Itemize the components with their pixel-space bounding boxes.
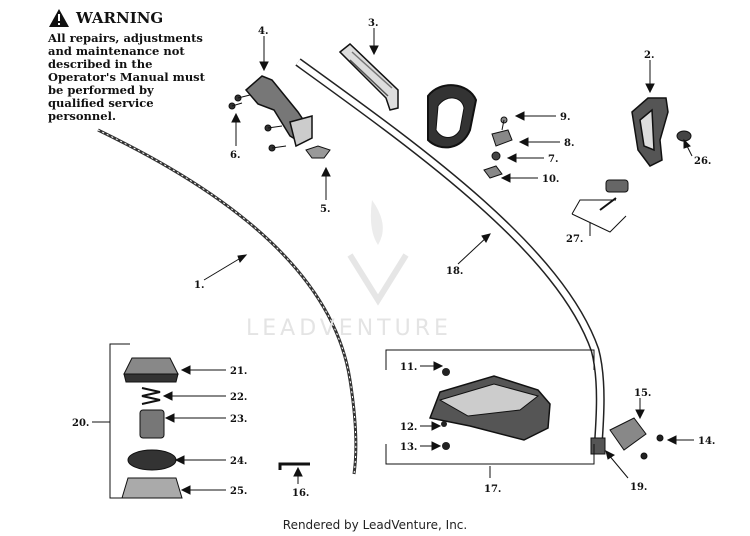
- callout-23: 23.: [230, 414, 247, 425]
- part-23-hub: [139, 409, 165, 439]
- part-1-drive-cable: [97, 128, 358, 475]
- part-21-cap: [123, 357, 179, 375]
- callout-3: 3.: [368, 18, 378, 29]
- callout-6: 6.: [230, 150, 240, 161]
- callout-20: 20.: [72, 418, 89, 429]
- loop-handle: [427, 84, 478, 149]
- part-5-wing-nut: [305, 145, 331, 159]
- callout-16: 16.: [292, 488, 309, 499]
- callout-1: 1.: [194, 280, 204, 291]
- callout-18: 18.: [446, 266, 463, 277]
- warning-box: WARNING All repairs, adjustments and mai…: [48, 8, 208, 123]
- part-15-clamp: [609, 417, 664, 460]
- callout-labels: 1. 2. 3. 4. 5. 6. 7. 8. 9. 10. 11. 12. 1…: [72, 18, 715, 499]
- callout-2: 2.: [644, 50, 654, 61]
- part-19-shaft-end: [590, 437, 606, 455]
- footer-credit: Rendered by LeadVenture, Inc.: [282, 518, 468, 532]
- parts-7-10-hardware: [483, 116, 513, 179]
- part-6-screws: [228, 94, 287, 152]
- callout-14: 14.: [698, 436, 715, 447]
- callout-21: 21.: [230, 366, 247, 377]
- callout-13: 13.: [400, 442, 417, 453]
- part-25-housing: [121, 477, 183, 499]
- warning-heading: WARNING: [48, 8, 208, 28]
- callout-4: 4.: [258, 26, 268, 37]
- warning-triangle-icon: [49, 9, 69, 27]
- callout-27: 27.: [566, 234, 583, 245]
- part-4-rear-handle: [244, 75, 313, 148]
- callout-12: 12.: [400, 422, 417, 433]
- callout-22: 22.: [230, 392, 247, 403]
- part-17-guard: [385, 349, 595, 465]
- watermark-text: LEADVENTURE: [246, 316, 452, 341]
- leader-lines: [162, 28, 694, 495]
- part-16-hex-key: [278, 462, 310, 470]
- part-24-spool: [127, 449, 177, 471]
- callout-15: 15.: [634, 388, 651, 399]
- callout-26: 26.: [694, 156, 711, 167]
- part-2-throttle-handle: [631, 97, 669, 167]
- part-3-handle-bracket: [338, 43, 399, 111]
- callout-9: 9.: [560, 112, 570, 123]
- callout-11: 11.: [400, 362, 417, 373]
- warning-title: WARNING: [76, 9, 164, 27]
- callout-8: 8.: [564, 138, 574, 149]
- callout-17: 17.: [484, 484, 501, 495]
- callout-25: 25.: [230, 486, 247, 497]
- part-22-spring: [141, 387, 161, 405]
- callout-24: 24.: [230, 456, 247, 467]
- callout-7: 7.: [548, 154, 558, 165]
- callout-19: 19.: [630, 482, 647, 493]
- warning-text: All repairs, adjustments and maintenance…: [48, 31, 205, 123]
- watermark-logo: [347, 200, 409, 306]
- part-20-trimmer-head: [92, 343, 183, 499]
- callout-5: 5.: [320, 204, 330, 215]
- callout-10: 10.: [542, 174, 559, 185]
- part-27-bolt-set: [571, 179, 629, 233]
